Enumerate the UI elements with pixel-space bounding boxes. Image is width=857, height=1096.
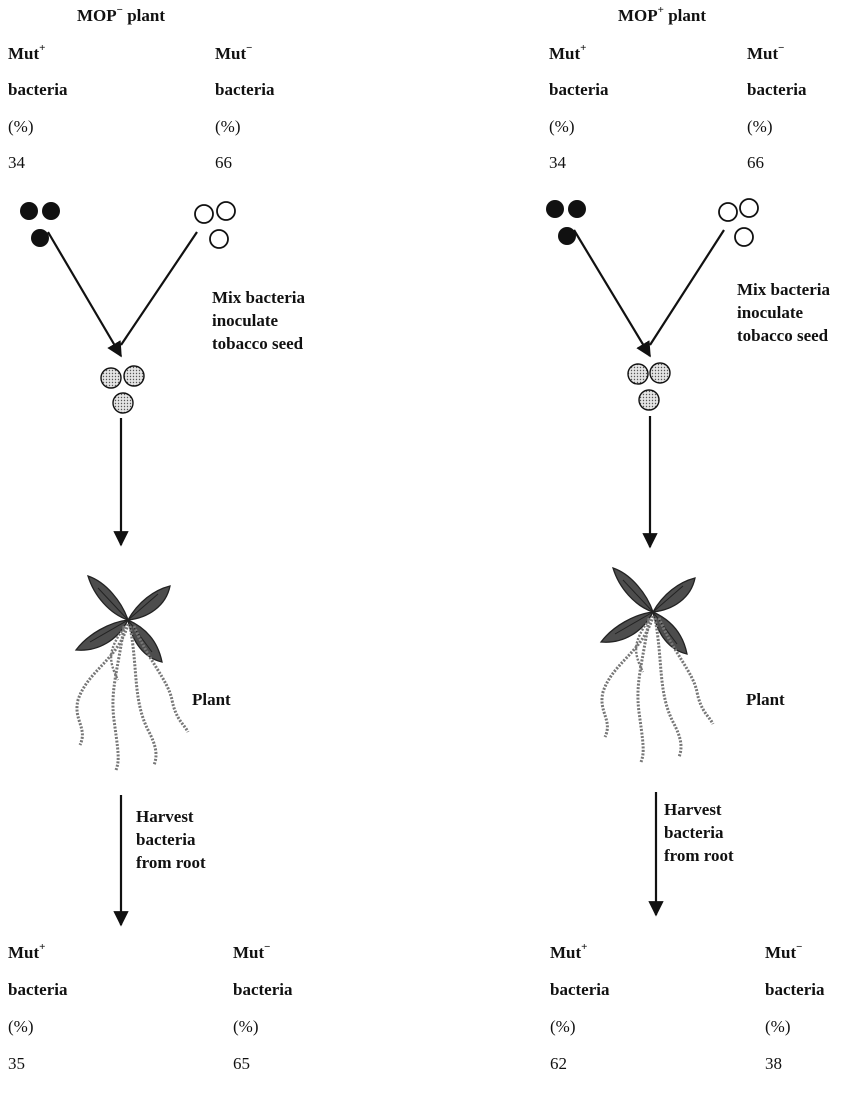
panel-mop-minus: MOP− plant Mut+ bacteria (%) 34 Mut− bac… — [0, 0, 428, 1096]
plant-icon — [601, 568, 713, 762]
flow-graphics — [0, 0, 428, 1096]
mut-minus-bacteria-cluster — [195, 202, 235, 248]
flow-graphics — [540, 0, 857, 1096]
mut-minus-bacteria-cluster — [719, 199, 758, 246]
mixed-bacteria-cluster — [101, 366, 144, 413]
merge-arrow — [574, 230, 650, 356]
mixed-bacteria-cluster — [628, 363, 670, 410]
plant-icon — [76, 576, 188, 770]
merge-arrow — [48, 232, 121, 356]
panel-mop-plus: MOP+ plant Mut+ bacteria (%) 34 Mut− bac… — [540, 0, 857, 1096]
